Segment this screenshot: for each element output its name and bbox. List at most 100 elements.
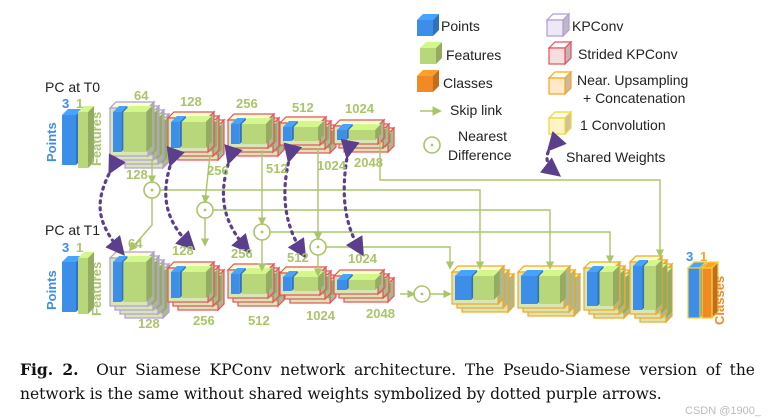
input-t0-features-front <box>78 112 88 168</box>
network-blocks <box>62 100 720 324</box>
legend-kpconv-icon-front <box>546 19 564 37</box>
decoder-1-features-0-front <box>473 276 494 300</box>
decoder-4-features-0-side <box>655 260 662 310</box>
skip-link-13 <box>379 140 665 258</box>
legend-classes-label: Classes <box>443 75 493 91</box>
encoder-t1-stage-1-features-0 <box>123 256 153 302</box>
decoder-3-features-0 <box>599 266 619 306</box>
encoder-t1-stage-1 <box>108 250 171 320</box>
legend-points-icon-side <box>433 14 439 36</box>
shared-weight-arrow-4 <box>283 142 307 259</box>
bottom-width-label-2: 128 <box>172 243 194 258</box>
legend-classes-icon-top <box>417 70 439 76</box>
encoder-t0-stage-5-features-0-top <box>348 124 382 130</box>
output-classes-front <box>701 267 713 319</box>
encoder-t0-stage-3-features-0-side <box>265 118 272 144</box>
caption-text: Our Siamese KPConv network architecture.… <box>20 361 755 403</box>
decoder-1-points-0-top <box>455 270 478 276</box>
legend-shared-weights-icon <box>540 131 567 177</box>
encoder-t0-stage-3-features-0-front <box>241 124 266 144</box>
top-width-label-3: 256 <box>236 96 258 111</box>
legend-shared-label: Shared Weights <box>566 149 665 165</box>
encoder-t0-stage-5-features-0 <box>348 124 382 140</box>
encoder-t0-stage-1-features-0 <box>123 106 153 152</box>
shared-weight-arrow-5 <box>340 138 364 257</box>
input-t1-points-top <box>62 256 82 262</box>
shared-weight-arrow-3 <box>221 144 251 254</box>
encoder-t1-stage-1-features-0-front <box>123 262 147 302</box>
bottom-bottom-label-4: 1024 <box>306 308 336 323</box>
architecture-diagram: PC at T0 PC at T1 3 1 3 1 Points Feature… <box>44 12 727 331</box>
decoder-1-features-0-top <box>473 270 500 276</box>
input-t1-points-front <box>62 262 76 312</box>
skip-link-12 <box>326 246 455 270</box>
legend: Points Features Classes Skip link Neares… <box>417 12 688 177</box>
legend-kpconv-icon <box>545 12 571 38</box>
input-t0-features <box>78 106 94 168</box>
encoder-t0-stage-5-points-0-top <box>337 124 353 130</box>
decoder-stage-1 <box>450 264 516 314</box>
nearest-diff-dot-1 <box>150 188 154 192</box>
legend-strided-label: Strided KPConv <box>578 46 678 62</box>
legend-nearest-diff-dot <box>430 143 434 147</box>
t1-points-dim: 3 <box>62 240 69 255</box>
legend-points-icon <box>417 14 439 36</box>
input-t1-features-top <box>78 252 94 258</box>
skip-link-2 <box>201 154 211 204</box>
shared-weight-arrows <box>98 138 364 259</box>
legend-features-icon-front <box>420 48 436 64</box>
encoder-t1-stage-3 <box>226 262 286 308</box>
encoder-t0-stage-5-points-0-front <box>337 130 347 140</box>
encoder-t0-stage-2-features-0-top <box>181 116 212 122</box>
pc-t0-label: PC at T0 <box>45 79 100 95</box>
encoder-t0-stage-2-points-0-front <box>171 122 180 148</box>
encoder-t0-stage-2 <box>166 110 226 162</box>
skip-link-11 <box>270 231 615 264</box>
top-bottom-label-3: 512 <box>266 161 288 176</box>
legend-strided-icon <box>547 40 573 66</box>
legend-conv1-icon-front <box>548 117 566 135</box>
legend-features-icon-side <box>436 42 442 64</box>
legend-points-icon-top <box>417 14 439 20</box>
decoder-4-points-0-front <box>633 266 643 310</box>
encoder-t0-stage-5-features-0-front <box>348 130 376 140</box>
encoder-t0-stage-4 <box>278 115 338 155</box>
decoder-1-features-0 <box>473 270 500 300</box>
encoder-t0-stage-4-points-0-front <box>283 127 292 141</box>
top-width-label-2: 128 <box>180 94 202 109</box>
bottom-width-label-1: 64 <box>128 236 143 251</box>
decoder-4-features-0-front <box>644 266 656 310</box>
decoder-3-points-0-top <box>587 266 604 272</box>
encoder-t1-stage-5-points-0-top <box>337 274 353 280</box>
decoder-1-points-0-front <box>455 276 472 300</box>
decoder-3-points-0-front <box>587 272 598 306</box>
encoder-t1-stage-4-points-0-top <box>283 271 298 277</box>
encoder-t1-stage-2-points-0-top <box>171 266 186 272</box>
legend-features-icon-top <box>420 42 442 48</box>
decoder-2-features-0-side <box>559 270 566 304</box>
bottom-bottom-label-3: 512 <box>248 313 270 328</box>
legend-skip-link-label: Skip link <box>450 102 503 118</box>
encoder-t1-stage-5-features-0-top <box>348 274 382 280</box>
encoder-t1-stage-2-points-0-front <box>171 272 180 298</box>
t0-points-dim: 3 <box>62 96 69 111</box>
decoder-3-features-0-top <box>599 266 619 272</box>
t1-points-label: Points <box>44 270 59 310</box>
legend-classes-icon-front <box>417 76 433 92</box>
encoder-t0-stage-1-points-0-top <box>113 106 128 112</box>
skip-link-5 <box>128 198 153 252</box>
encoder-t1-stage-1-features-0-side <box>146 256 153 302</box>
legend-strided-icon-front <box>548 47 566 65</box>
encoder-t0-stage-5-features-0-side <box>375 124 382 140</box>
output-features-dim: 1 <box>700 249 707 264</box>
watermark: CSDN @1900_ <box>685 405 761 417</box>
encoder-t1-stage-1-points-0-front <box>113 262 122 302</box>
output-points-dim: 3 <box>686 249 693 264</box>
encoder-t0-stage-3-features-0-top <box>241 118 272 124</box>
output-classes-label: Classes <box>712 276 727 325</box>
bottom-width-label-4: 512 <box>287 250 309 265</box>
legend-features-label: Features <box>446 47 501 63</box>
nearest-diff-dot-4 <box>316 245 320 249</box>
decoder-1-features-0-side <box>493 270 500 300</box>
top-width-label-5: 1024 <box>345 101 375 116</box>
